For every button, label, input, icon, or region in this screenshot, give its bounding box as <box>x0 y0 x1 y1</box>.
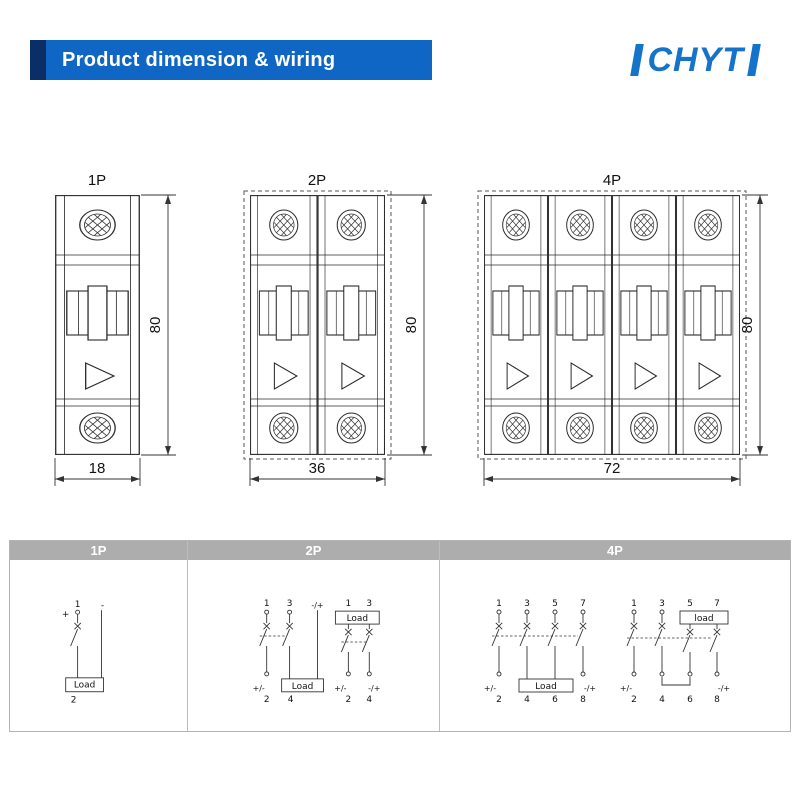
wiring-header-2p: 2P <box>188 541 440 560</box>
terminal-label: 3 <box>287 599 293 609</box>
wiring-cell-2p: 1 3 -/+ Load +/- 2 <box>188 560 440 731</box>
header-banner: Product dimension & wiring <box>30 40 432 80</box>
page-title: Product dimension & wiring <box>62 48 336 71</box>
polarity-label: +/- <box>334 684 346 693</box>
terminal-label: 4 <box>288 695 294 705</box>
logo-left-bar-icon <box>630 44 645 76</box>
terminal-label: 7 <box>714 599 720 609</box>
wiring-header-4p: 4P <box>607 543 623 558</box>
terminal-label: 3 <box>524 599 530 609</box>
dim-width-1p: 18 <box>89 460 106 477</box>
wiring-table-header: 1P 2P 4P <box>10 541 790 560</box>
terminal-label: 6 <box>552 695 558 705</box>
dimension-drawings: 1P 80 18 2P 80 <box>54 172 768 486</box>
breaker-pole <box>677 196 740 455</box>
drawing-label-4p: 4P <box>603 172 621 189</box>
breaker-pole <box>613 196 676 455</box>
wiring-cell-1p: 1 + - Load 2 <box>10 560 188 731</box>
wiring-diagram-2p: 1 3 -/+ Load +/- 2 <box>253 599 381 705</box>
load-box <box>518 678 574 693</box>
polarity-label: +/- <box>253 684 265 693</box>
wiring-diagram-4p: 1 3 5 7 <box>484 599 730 705</box>
dim-height-4p: 80 <box>739 317 756 334</box>
terminal-label: 2 <box>631 695 637 705</box>
drawing-label-2p: 2P <box>308 172 326 189</box>
polarity-label: -/+ <box>718 684 730 693</box>
terminal-label: 2 <box>496 695 502 705</box>
terminal-label: 7 <box>580 599 586 609</box>
dimension-width-1p: 18 <box>54 458 141 486</box>
terminal-label: 4 <box>366 695 372 705</box>
terminal-label: 1 <box>631 599 637 609</box>
polarity-label: +/- <box>484 684 496 693</box>
wiring-table-body: 1 + - Load 2 1 3 <box>10 560 790 731</box>
breaker-pole <box>251 196 317 455</box>
dim-width-2p: 36 <box>309 460 326 477</box>
wiring-header-1p: 1P <box>10 541 188 560</box>
terminal-label: 5 <box>552 599 558 609</box>
terminal-label: 8 <box>714 695 720 705</box>
load-label: Load <box>74 681 95 691</box>
load-box <box>679 610 729 625</box>
terminal-label: 3 <box>659 599 665 609</box>
terminal-label: 2 <box>71 696 77 706</box>
breaker-pole <box>318 196 384 455</box>
dimension-height-1p: 80 <box>141 194 176 456</box>
outline-dashed-4p <box>477 190 747 460</box>
terminal-label: 6 <box>687 695 693 705</box>
terminal-label: 1 <box>496 599 502 609</box>
terminal-label: 4 <box>524 695 530 705</box>
load-label: Load <box>292 682 313 692</box>
wiring-4p-variant-a: 1 3 5 7 <box>484 599 596 705</box>
wiring-diagram-1p: 1 + - Load 2 <box>62 600 104 705</box>
logo-right-bar-icon <box>747 44 761 76</box>
dim-width-4p: 72 <box>604 460 621 477</box>
terminal-label: 5 <box>687 599 693 609</box>
dim-height-1p: 80 <box>147 317 164 334</box>
drawing-1p: 1P 80 18 <box>54 172 176 486</box>
banner-accent-bar <box>30 40 46 80</box>
wiring-table: 1P 2P 4P 1 + - Load 2 <box>9 540 791 732</box>
polarity-label: + <box>62 610 70 620</box>
wiring-4p-variant-b: 1 3 5 7 load <box>620 599 730 705</box>
wiring-1p: 1 + - Load 2 <box>62 600 104 705</box>
polarity-label: -/+ <box>584 684 596 693</box>
wiring-2p-variant-b: 1 3 Load +/- 2 -/+ 4 <box>334 599 380 705</box>
load-label: Load <box>347 614 368 624</box>
polarity-label: -/+ <box>368 684 380 693</box>
logo-text: CHYT <box>647 41 744 79</box>
polarity-label: - <box>101 601 104 611</box>
drawing-4p: 4P 80 72 <box>477 172 768 486</box>
dimension-height-2p: 80 <box>387 194 432 456</box>
load-label: load <box>694 614 713 624</box>
polarity-label: +/- <box>620 684 632 693</box>
terminal-label: 3 <box>366 599 372 609</box>
breaker-pole <box>549 196 612 455</box>
polarity-label: -/+ <box>311 601 323 610</box>
load-label: Load <box>535 682 557 692</box>
terminal-label: 8 <box>580 695 586 705</box>
dimension-width-2p: 36 <box>249 458 386 486</box>
drawing-2p: 2P 80 36 <box>243 172 432 486</box>
wiring-2p-variant-a: 1 3 -/+ Load +/- 2 <box>253 599 324 705</box>
terminal-label: 1 <box>75 600 81 610</box>
brand-logo: CHYT <box>630 40 761 80</box>
terminal-label: 1 <box>346 599 352 609</box>
load-box <box>334 610 380 625</box>
drawing-label-1p: 1P <box>88 172 106 189</box>
load-box <box>65 677 104 693</box>
terminal-label: 2 <box>264 695 270 705</box>
wiring-cell-4p: 1 3 5 7 <box>440 560 790 731</box>
outline-dashed-2p <box>243 190 392 460</box>
terminal-label: 4 <box>659 695 665 705</box>
terminal-label: 1 <box>264 599 270 609</box>
dim-height-2p: 80 <box>403 317 420 334</box>
terminal-label: 2 <box>346 695 352 705</box>
breaker-pole <box>56 196 140 455</box>
dimension-width-4p: 72 <box>483 458 741 486</box>
load-box <box>281 678 324 693</box>
series-jumper <box>661 677 691 686</box>
breaker-pole <box>485 196 548 455</box>
dimension-height-4p: 80 <box>739 194 768 456</box>
